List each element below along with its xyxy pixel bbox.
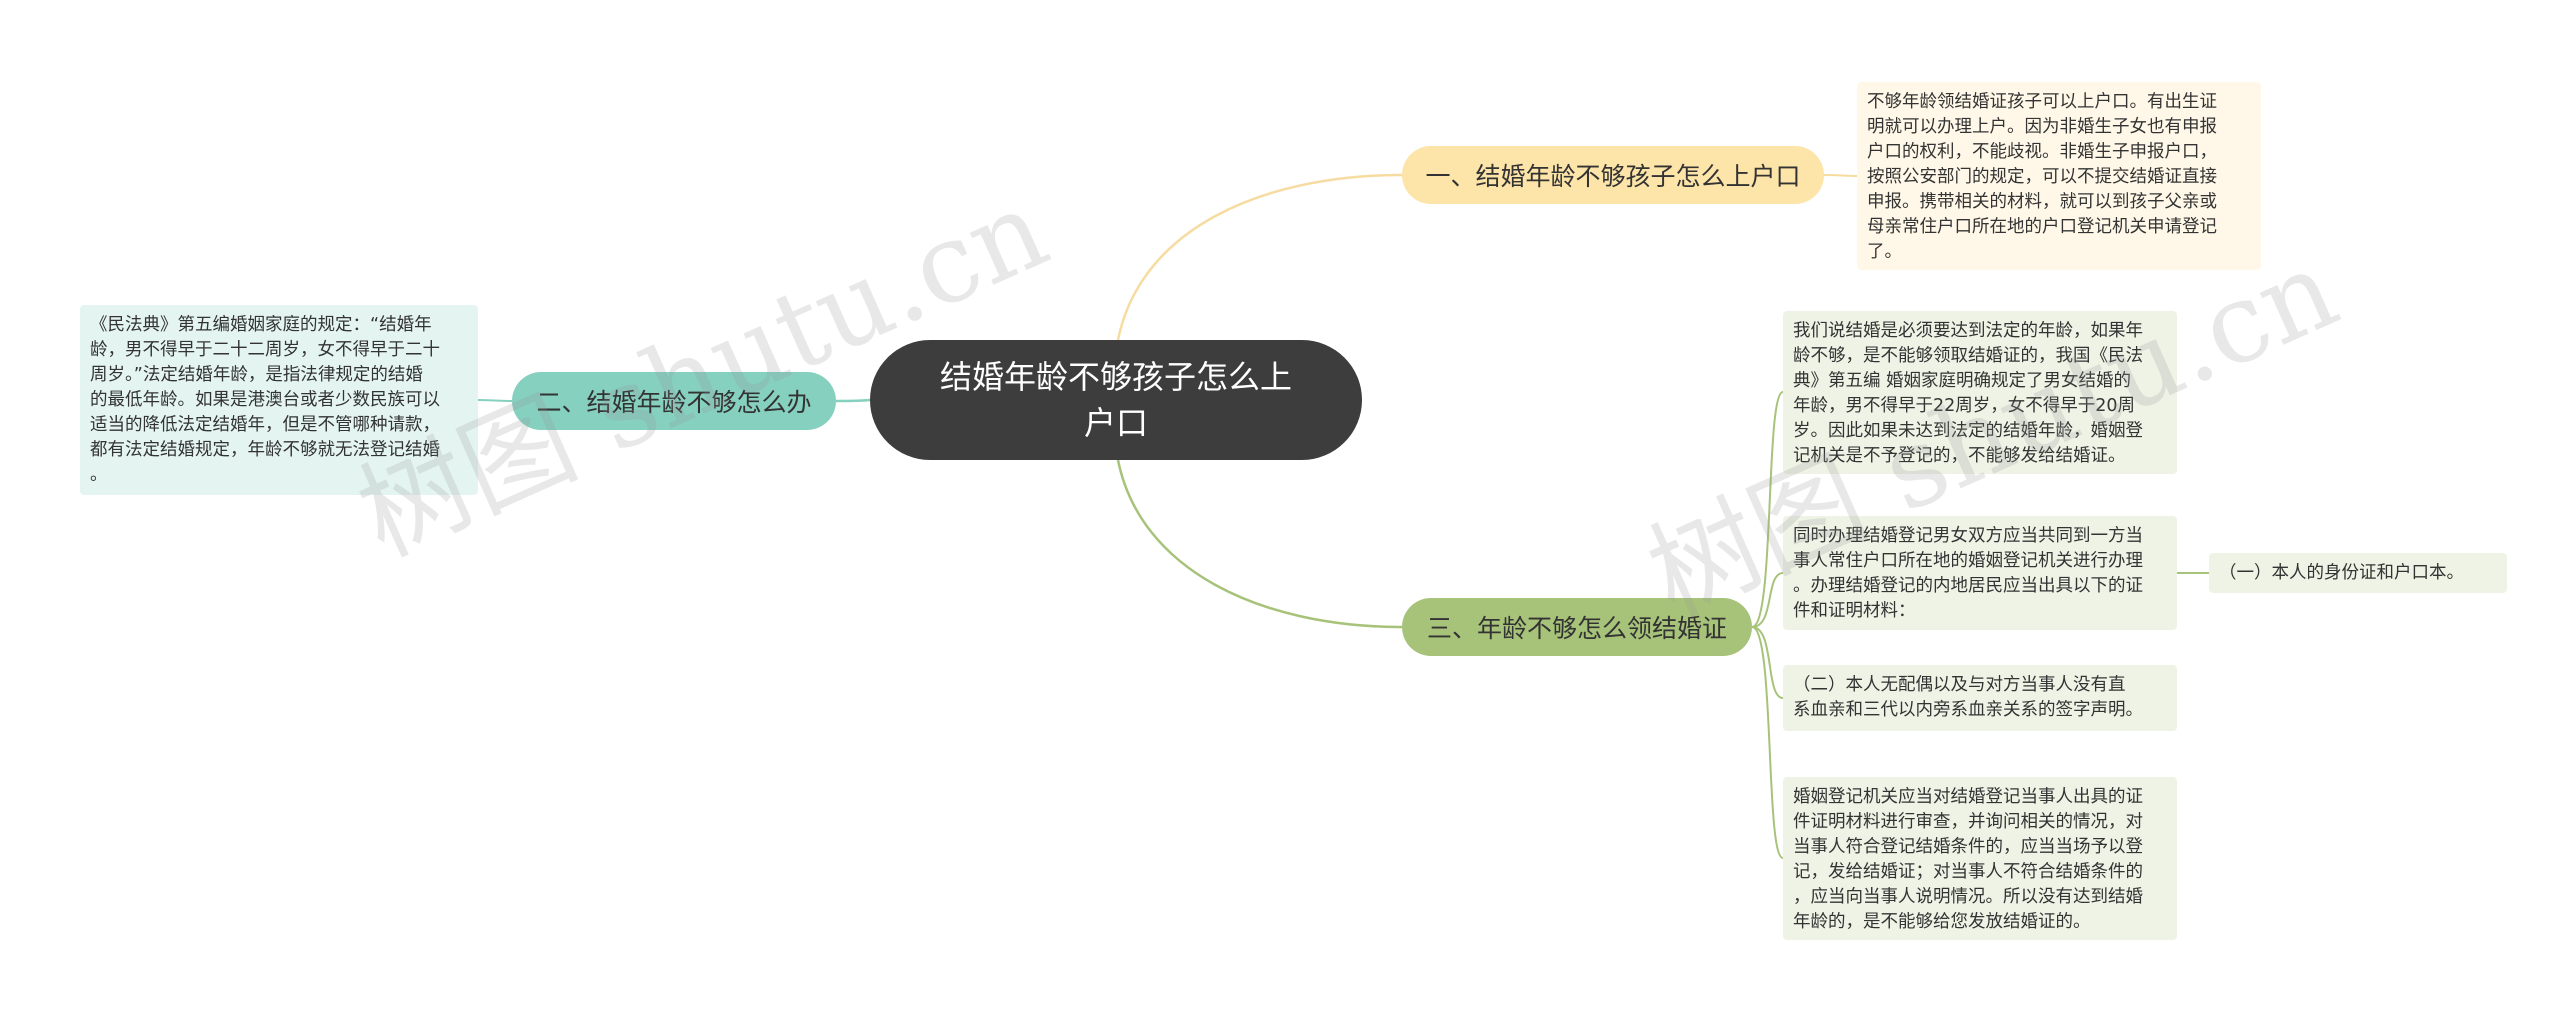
branch-3-detail-4[interactable]: 婚姻登记机关应当对结婚登记当事人出具的证 件证明材料进行审查，并询问相关的情况，… [1783, 777, 2177, 940]
branch-topic-1[interactable]: 一、结婚年龄不够孩子怎么上户口 [1402, 146, 1824, 204]
link-root-branch3 [1116, 459, 1403, 629]
link-branch2-detail [477, 399, 513, 402]
branch-topic-2[interactable]: 二、结婚年龄不够怎么办 [512, 372, 836, 430]
branch-3-detail-2[interactable]: 同时办理结婚登记男女双方应当共同到一方当 事人常住户口所在地的婚姻登记机关进行办… [1783, 516, 2177, 630]
branch-1-detail[interactable]: 不够年龄领结婚证孩子可以上户口。有出生证 明就可以办理上户。因为非婚生子女也有申… [1857, 82, 2261, 270]
branch-3-sub-detail[interactable]: （一）本人的身份证和户口本。 [2209, 553, 2507, 593]
branch-topic-3[interactable]: 三、年龄不够怎么领结婚证 [1402, 598, 1752, 656]
root-topic[interactable]: 结婚年龄不够孩子怎么上户口 [870, 340, 1362, 460]
link-branch3-detail2 [1751, 572, 1784, 628]
link-branch1-detail [1823, 174, 1858, 177]
link-root-branch2 [835, 398, 871, 403]
link-branch3-detail3 [1751, 626, 1784, 699]
branch-3-detail-3[interactable]: （二）本人无配偶以及与对方当事人没有直 系血亲和三代以内旁系血亲关系的签字声明。 [1783, 665, 2177, 731]
branch-2-detail[interactable]: 《民法典》第五编婚姻家庭的规定：“结婚年 龄，男不得早于二十二周岁，女不得早于二… [80, 305, 478, 495]
link-root-branch1 [1116, 173, 1403, 341]
link-branch3-detail1 [1751, 391, 1784, 628]
link-branch3-detail4 [1751, 626, 1784, 859]
branch-3-detail-1[interactable]: 我们说结婚是必须要达到法定的年龄，如果年 龄不够，是不能够领取结婚证的，我国《民… [1783, 311, 2177, 474]
